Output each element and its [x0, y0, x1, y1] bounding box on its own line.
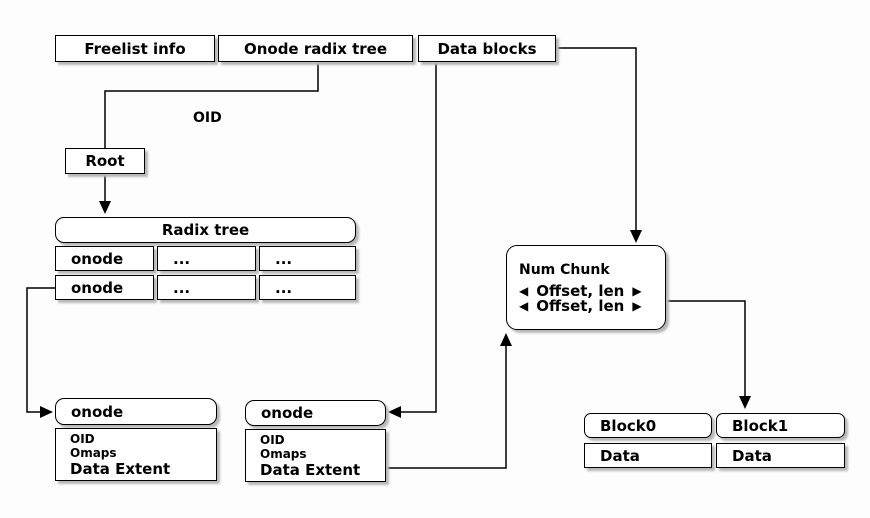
edge-datablocks-to-onode-mid — [400, 62, 437, 413]
offset-len-row-1: ◀ Offset, len ▶ — [519, 296, 642, 315]
arrowhead-root-to-radix — [99, 201, 111, 214]
onode-mid-title: onode — [261, 404, 314, 422]
block0-data-box: Data — [584, 443, 712, 468]
radix-cell-label: ... — [275, 278, 293, 297]
arrowhead-to-numchunk-top — [630, 230, 642, 243]
block0-title: Block0 — [600, 416, 657, 435]
offset-len-label: Offset, len — [536, 296, 625, 315]
block1-title: Block1 — [732, 416, 789, 435]
root-box: Root — [65, 148, 145, 174]
radix-cell-r0c1: ... — [157, 246, 256, 271]
radix-tree-title-box: Radix tree — [55, 217, 356, 243]
root-label: Root — [85, 152, 125, 170]
field-data-extent: Data Extent — [260, 460, 361, 479]
arrowhead-to-onode-left — [40, 406, 53, 418]
arrowhead-to-block1 — [739, 396, 751, 409]
offset-len-row-0: ◀ Offset, len ▶ — [519, 281, 642, 300]
field-omaps: Omaps — [70, 445, 117, 460]
radix-cell-r1c2: ... — [259, 275, 356, 300]
onode-left-title-box: onode — [55, 398, 217, 425]
radix-tree-title: Radix tree — [161, 221, 250, 239]
field-oid: OID — [260, 432, 285, 447]
block1-title-box: Block1 — [716, 413, 845, 438]
radix-cell-label: ... — [275, 249, 293, 268]
freelist-info-label: Freelist info — [84, 39, 186, 58]
onode-radix-tree-label: Onode radix tree — [243, 39, 388, 58]
left-triangle-icon: ◀ — [519, 284, 529, 298]
block1-data-box: Data — [716, 443, 845, 468]
block0-title-box: Block0 — [584, 413, 712, 438]
block1-data-label: Data — [732, 446, 772, 465]
radix-cell-r0c2: ... — [259, 246, 356, 271]
onode-left-fields-box: OID Omaps Data Extent — [55, 428, 217, 481]
block0-data-label: Data — [600, 446, 640, 465]
field-oid: OID — [70, 431, 95, 446]
radix-cell-label: onode — [71, 249, 124, 268]
edge-onode-mid-to-numchunk — [386, 345, 507, 469]
onode-mid-fields-box: OID Omaps Data Extent — [245, 429, 386, 482]
num-chunk-box: Num Chunk ◀ Offset, len ▶ ◀ Offset, len … — [506, 245, 666, 330]
offset-len-label: Offset, len — [536, 281, 625, 300]
field-omaps: Omaps — [260, 446, 307, 461]
radix-cell-label: ... — [173, 249, 191, 268]
field-data-extent: Data Extent — [70, 459, 171, 478]
edge-radix-to-onode-left — [26, 287, 55, 413]
edge-numchunk-to-block1 — [665, 300, 746, 397]
data-blocks-label: Data blocks — [437, 39, 537, 58]
num-chunk-title: Num Chunk — [519, 261, 610, 278]
radix-cell-label: ... — [173, 278, 191, 297]
oid-edge-label: OID — [193, 110, 222, 126]
radix-cell-r1c0: onode — [55, 275, 154, 300]
arrowhead-to-numchunk-bottom — [500, 333, 512, 346]
arrowhead-to-onode-mid — [388, 406, 401, 418]
radix-cell-r0c0: onode — [55, 246, 154, 271]
freelist-info-box: Freelist info — [55, 35, 215, 62]
left-triangle-icon: ◀ — [519, 299, 529, 313]
radix-cell-r1c1: ... — [157, 275, 256, 300]
data-blocks-box: Data blocks — [418, 35, 556, 62]
right-triangle-icon: ▶ — [632, 299, 642, 313]
radix-cell-label: onode — [71, 278, 124, 297]
onode-left-title: onode — [71, 402, 124, 421]
onode-radix-tree-box: Onode radix tree — [218, 35, 413, 62]
onode-mid-title-box: onode — [245, 400, 386, 426]
edge-datablocks-to-numchunk — [556, 47, 637, 231]
right-triangle-icon: ▶ — [632, 284, 642, 298]
edge-onode-tree-to-root — [104, 62, 319, 149]
